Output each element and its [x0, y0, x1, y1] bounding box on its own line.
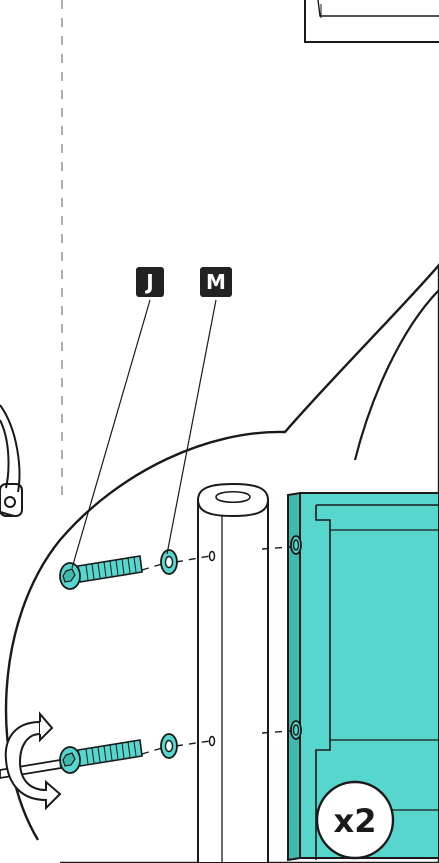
callout-tail — [353, 289, 439, 461]
washer-m-lower — [160, 733, 178, 759]
leader-line-m — [166, 299, 217, 555]
washer-m-upper — [160, 549, 178, 575]
part-label-j: J — [136, 267, 164, 297]
screw-j-upper — [59, 555, 143, 590]
top-frame-fragment — [304, 0, 439, 43]
part-label-m-text: M — [206, 270, 226, 294]
leader-line-j — [71, 299, 151, 569]
vertical-post — [196, 482, 270, 863]
quantity-text: x2 — [334, 802, 377, 840]
part-label-j-text: J — [144, 270, 153, 294]
teal-bracket — [287, 491, 439, 862]
quantity-badge: x2 — [315, 780, 395, 860]
part-label-m: M — [200, 267, 232, 297]
rotate-arrow-icon — [4, 711, 62, 811]
alignment-guides — [141, 546, 291, 755]
screw-j-lower — [59, 739, 143, 774]
handle-fragment — [0, 404, 23, 517]
